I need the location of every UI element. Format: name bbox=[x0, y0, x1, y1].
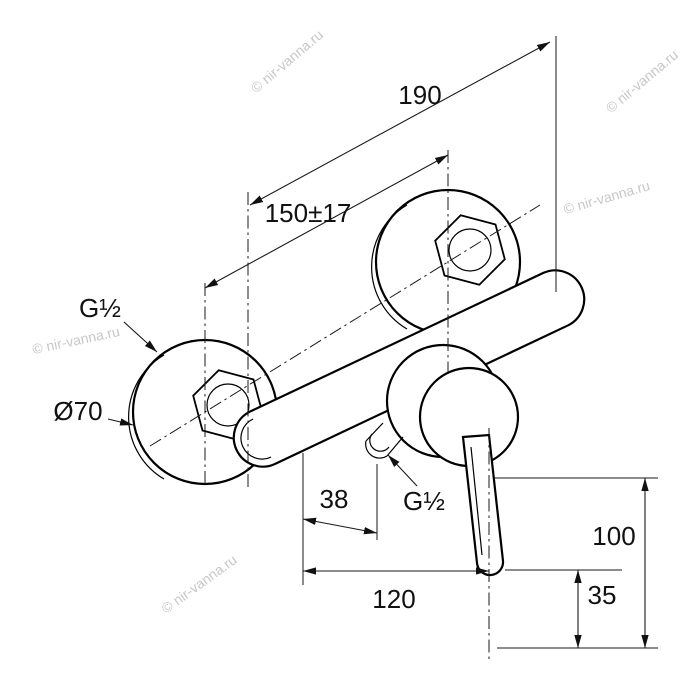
dim-label-190: 190 bbox=[398, 80, 441, 110]
valve-body bbox=[385, 343, 520, 468]
union-bore-right bbox=[448, 228, 492, 272]
lever-handle bbox=[461, 433, 505, 577]
dimension-labels: 190 150±17 G½ Ø70 38 G½ 120 100 35 bbox=[53, 80, 635, 614]
dimension-line-150 bbox=[204, 154, 449, 289]
union-bore-left bbox=[206, 383, 250, 427]
dimension-line-38 bbox=[302, 517, 378, 535]
shower-mixer-drawing: 190 150±17 G½ Ø70 38 G½ 120 100 35 bbox=[53, 36, 658, 660]
mixer-body-endcap-seam bbox=[240, 418, 272, 460]
dim-label-120: 120 bbox=[372, 584, 415, 614]
outlet-nipple-cap bbox=[365, 440, 388, 459]
dim-label-35: 35 bbox=[588, 580, 617, 610]
outlet-nipple-thread bbox=[369, 433, 390, 452]
dim-label-38: 38 bbox=[320, 484, 349, 514]
dim-label-thread-outlet: G½ bbox=[403, 486, 445, 516]
leader-thread-wall bbox=[123, 321, 158, 353]
dim-label-150: 150±17 bbox=[265, 198, 352, 228]
outlet-nipple-side bbox=[365, 422, 384, 442]
dim-label-diameter-70: Ø70 bbox=[53, 396, 102, 426]
leader-thread-outlet bbox=[387, 454, 418, 487]
centerline-body-axis bbox=[149, 204, 541, 447]
dimension-lines bbox=[107, 41, 649, 648]
lever-handle-edge bbox=[470, 446, 483, 556]
dim-label-100: 100 bbox=[592, 521, 635, 551]
outlet-nipple-side bbox=[386, 436, 404, 457]
leader-diameter-70 bbox=[107, 418, 134, 426]
escutcheon-left-depth-edge bbox=[128, 354, 165, 480]
outlet-nipple bbox=[365, 422, 404, 459]
dim-label-thread-wall: G½ bbox=[79, 293, 121, 323]
